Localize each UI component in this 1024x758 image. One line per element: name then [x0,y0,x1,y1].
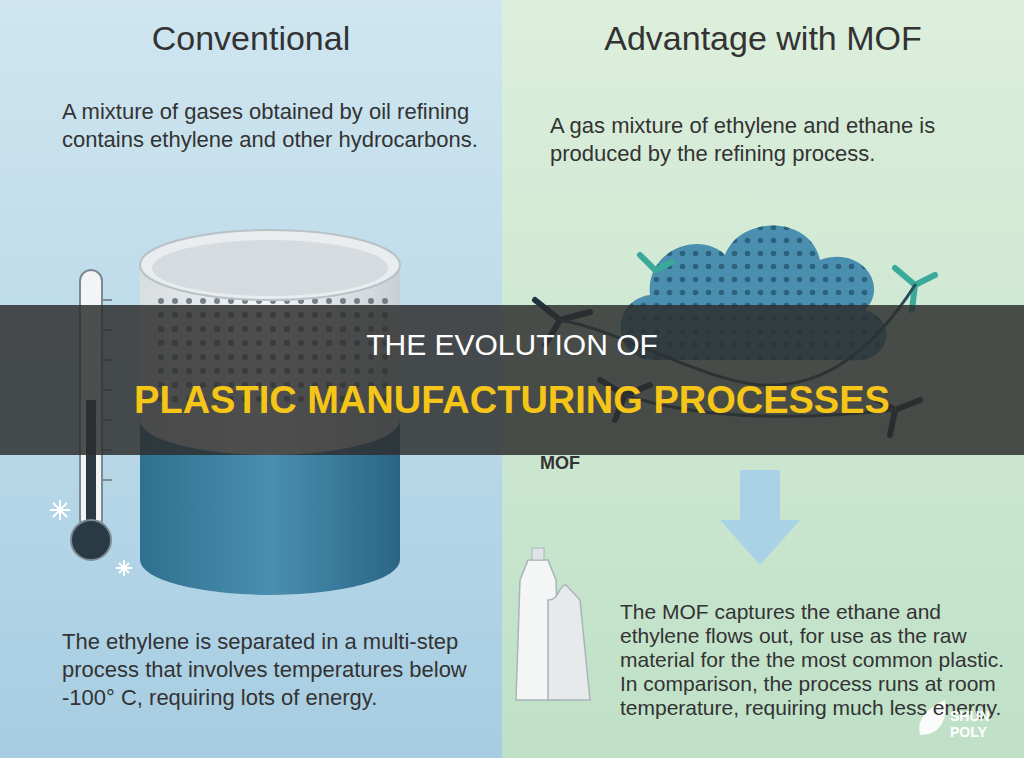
panel-text: The ethylene is separated in a multi-ste… [62,628,482,712]
banner-headline: PLASTIC MANUFACTURING PROCESSES [0,377,1024,423]
panel-heading: Advantage with MOF [502,18,1024,59]
panel-text: A mixture of gases obtained by oil refin… [62,98,482,154]
banner-line: THE EVOLUTION OF [0,327,1024,363]
plastic-products-icon [516,548,590,700]
panel-text: The MOF captures the ethane and ethylene… [620,600,1016,720]
title-banner: THE EVOLUTION OF PLASTIC MANUFACTURING PR… [0,305,1024,455]
panel-text: A gas mixture of ethylene and ethane is … [550,112,1000,168]
watermark: SHUN POLY [950,708,1010,740]
mof-label: MOF [540,452,600,474]
down-arrow [720,470,800,565]
panel-heading: Conventional [0,18,502,59]
